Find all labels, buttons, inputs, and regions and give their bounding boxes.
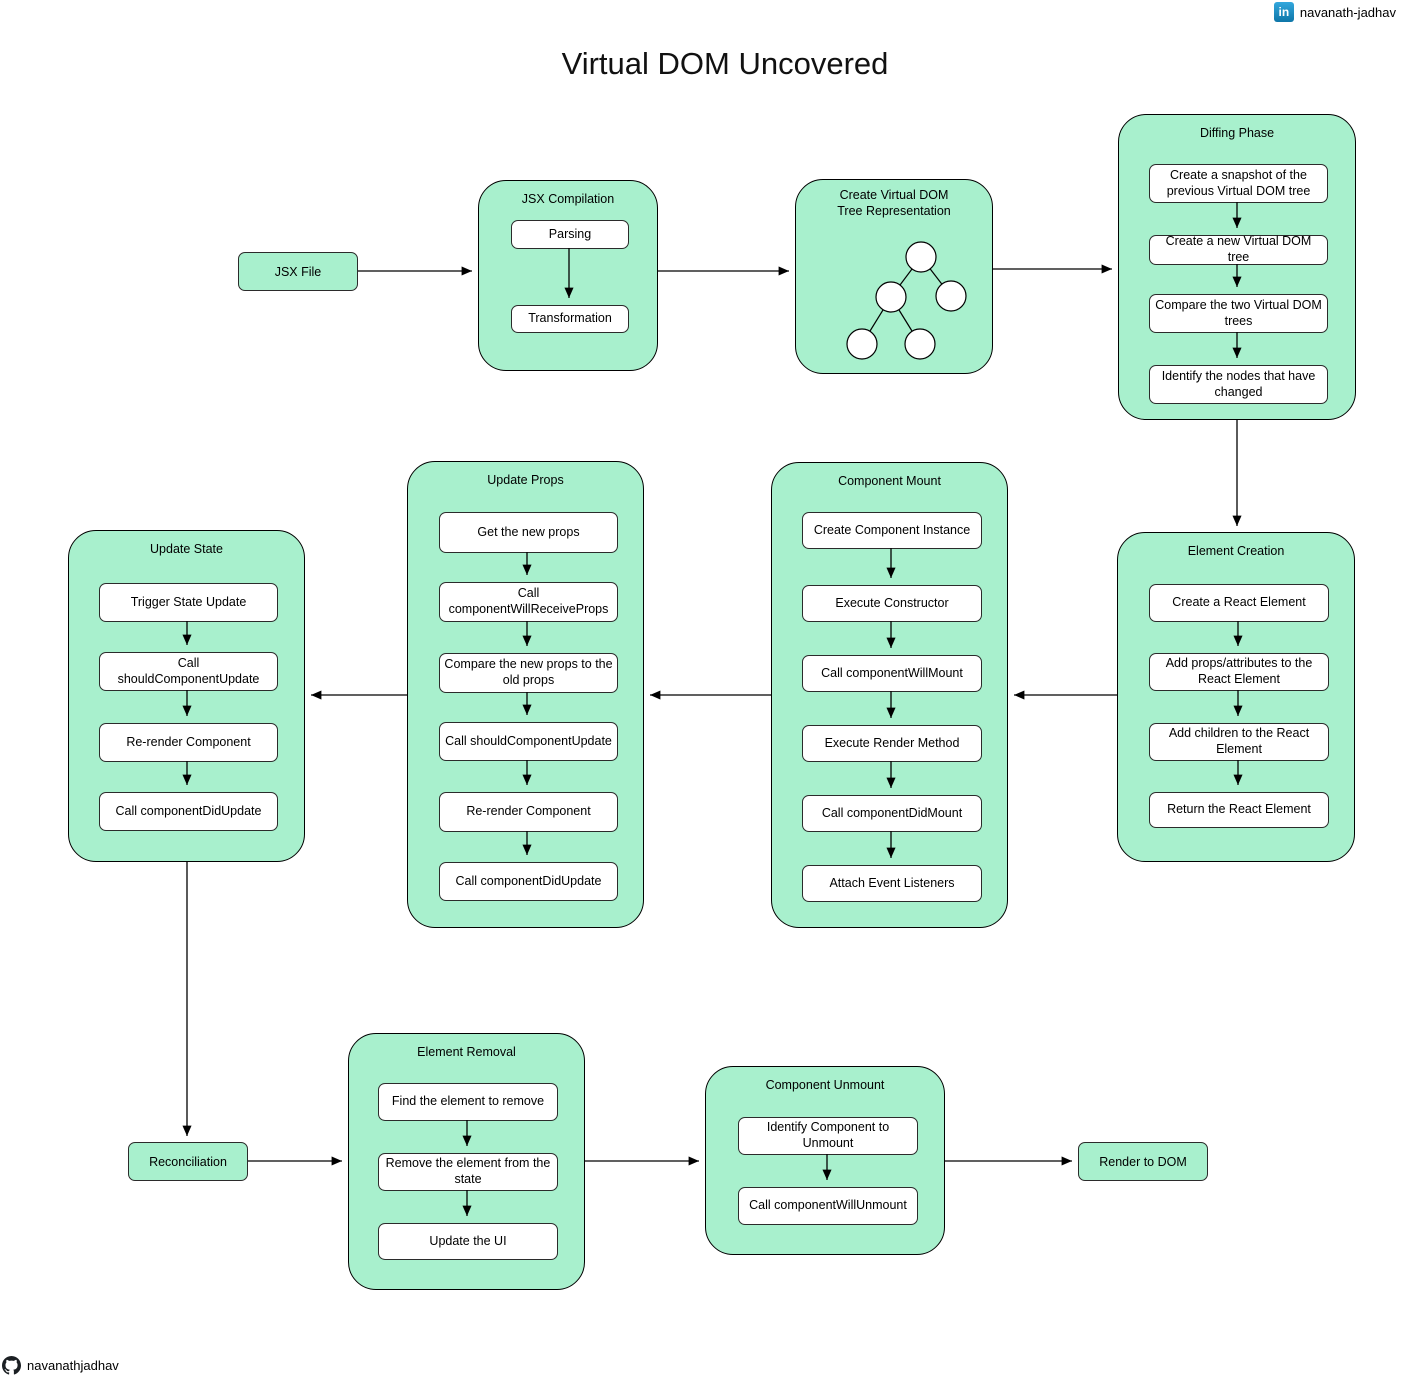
group-virtual-dom-tree: Create Virtual DOM Tree Representation	[795, 179, 993, 374]
github-icon	[2, 1356, 21, 1375]
step-update-state-3: Re-render Component	[99, 723, 278, 762]
group-component-unmount: Component Unmount Identify Component to …	[705, 1066, 945, 1255]
linkedin-badge: in navanath-jadhav	[1273, 2, 1396, 22]
linkedin-icon: in	[1273, 2, 1294, 22]
step-parsing: Parsing	[511, 220, 629, 249]
group-element-creation: Element Creation Create a React Element …	[1117, 532, 1355, 862]
step-component-mount-3: Call componentWillMount	[802, 655, 982, 692]
step-update-props-1: Get the new props	[439, 512, 618, 553]
virtual-dom-tree-icon	[846, 241, 967, 360]
step-diffing-1: Create a snapshot of the previous Virtua…	[1149, 164, 1328, 203]
step-update-props-2: Call componentWillReceiveProps	[439, 582, 618, 622]
group-title-element-creation: Element Creation	[1187, 544, 1285, 558]
step-element-removal-1: Find the element to remove	[378, 1083, 558, 1121]
node-jsx-file: JSX File	[238, 252, 358, 291]
group-element-removal: Element Removal Find the element to remo…	[348, 1033, 585, 1290]
step-component-unmount-2: Call componentWillUnmount	[738, 1187, 918, 1225]
step-update-state-1: Trigger State Update	[99, 583, 278, 622]
step-component-mount-1: Create Component Instance	[802, 512, 982, 549]
github-badge: navanathjadhav	[2, 1356, 119, 1375]
group-diffing-phase: Diffing Phase Create a snapshot of the p…	[1118, 114, 1356, 420]
step-transformation: Transformation	[511, 305, 629, 333]
step-update-props-3: Compare the new props to the old props	[439, 653, 618, 693]
step-component-unmount-1: Identify Component to Unmount	[738, 1117, 918, 1155]
step-element-creation-2: Add props/attributes to the React Elemen…	[1149, 653, 1329, 691]
step-update-props-6: Call componentDidUpdate	[439, 862, 618, 901]
group-title-component-unmount: Component Unmount	[765, 1078, 885, 1092]
linkedin-handle: navanath-jadhav	[1299, 4, 1396, 20]
step-update-props-5: Re-render Component	[439, 792, 618, 832]
step-element-creation-4: Return the React Element	[1149, 792, 1329, 828]
node-render-to-dom: Render to DOM	[1078, 1142, 1208, 1181]
group-update-props: Update Props Get the new props Call comp…	[407, 461, 644, 928]
step-update-state-4: Call componentDidUpdate	[99, 792, 278, 831]
group-title-component-mount: Component Mount	[838, 474, 941, 488]
page-title: Virtual DOM Uncovered	[561, 46, 889, 81]
group-title-jsx-compilation: JSX Compilation	[521, 192, 615, 206]
group-title-diffing-phase: Diffing Phase	[1199, 126, 1275, 140]
step-update-state-2: Call shouldComponentUpdate	[99, 652, 278, 691]
step-element-creation-1: Create a React Element	[1149, 584, 1329, 622]
step-element-creation-3: Add children to the React Element	[1149, 723, 1329, 761]
step-element-removal-2: Remove the element from the state	[378, 1153, 558, 1191]
group-component-mount: Component Mount Create Component Instanc…	[771, 462, 1008, 928]
step-component-mount-5: Call componentDidMount	[802, 795, 982, 832]
step-component-mount-4: Execute Render Method	[802, 725, 982, 762]
step-diffing-2: Create a new Virtual DOM tree	[1149, 234, 1328, 265]
step-diffing-3: Compare the two Virtual DOM trees	[1149, 294, 1328, 333]
group-title-update-props: Update Props	[487, 473, 564, 487]
node-reconciliation: Reconciliation	[128, 1142, 248, 1181]
step-diffing-4: Identify the nodes that have changed	[1149, 365, 1328, 404]
step-component-mount-2: Execute Constructor	[802, 585, 982, 622]
github-handle: navanathjadhav	[27, 1358, 119, 1373]
group-jsx-compilation: JSX Compilation Parsing Transformation	[478, 180, 658, 371]
group-title-virtual-dom-tree: Create Virtual DOM Tree Representation	[837, 188, 951, 218]
group-title-element-removal: Element Removal	[417, 1045, 516, 1059]
step-element-removal-3: Update the UI	[378, 1223, 558, 1260]
group-title-update-state: Update State	[150, 542, 223, 556]
step-component-mount-6: Attach Event Listeners	[802, 865, 982, 902]
step-update-props-4: Call shouldComponentUpdate	[439, 722, 618, 761]
group-update-state: Update State Trigger State Update Call s…	[68, 530, 305, 862]
